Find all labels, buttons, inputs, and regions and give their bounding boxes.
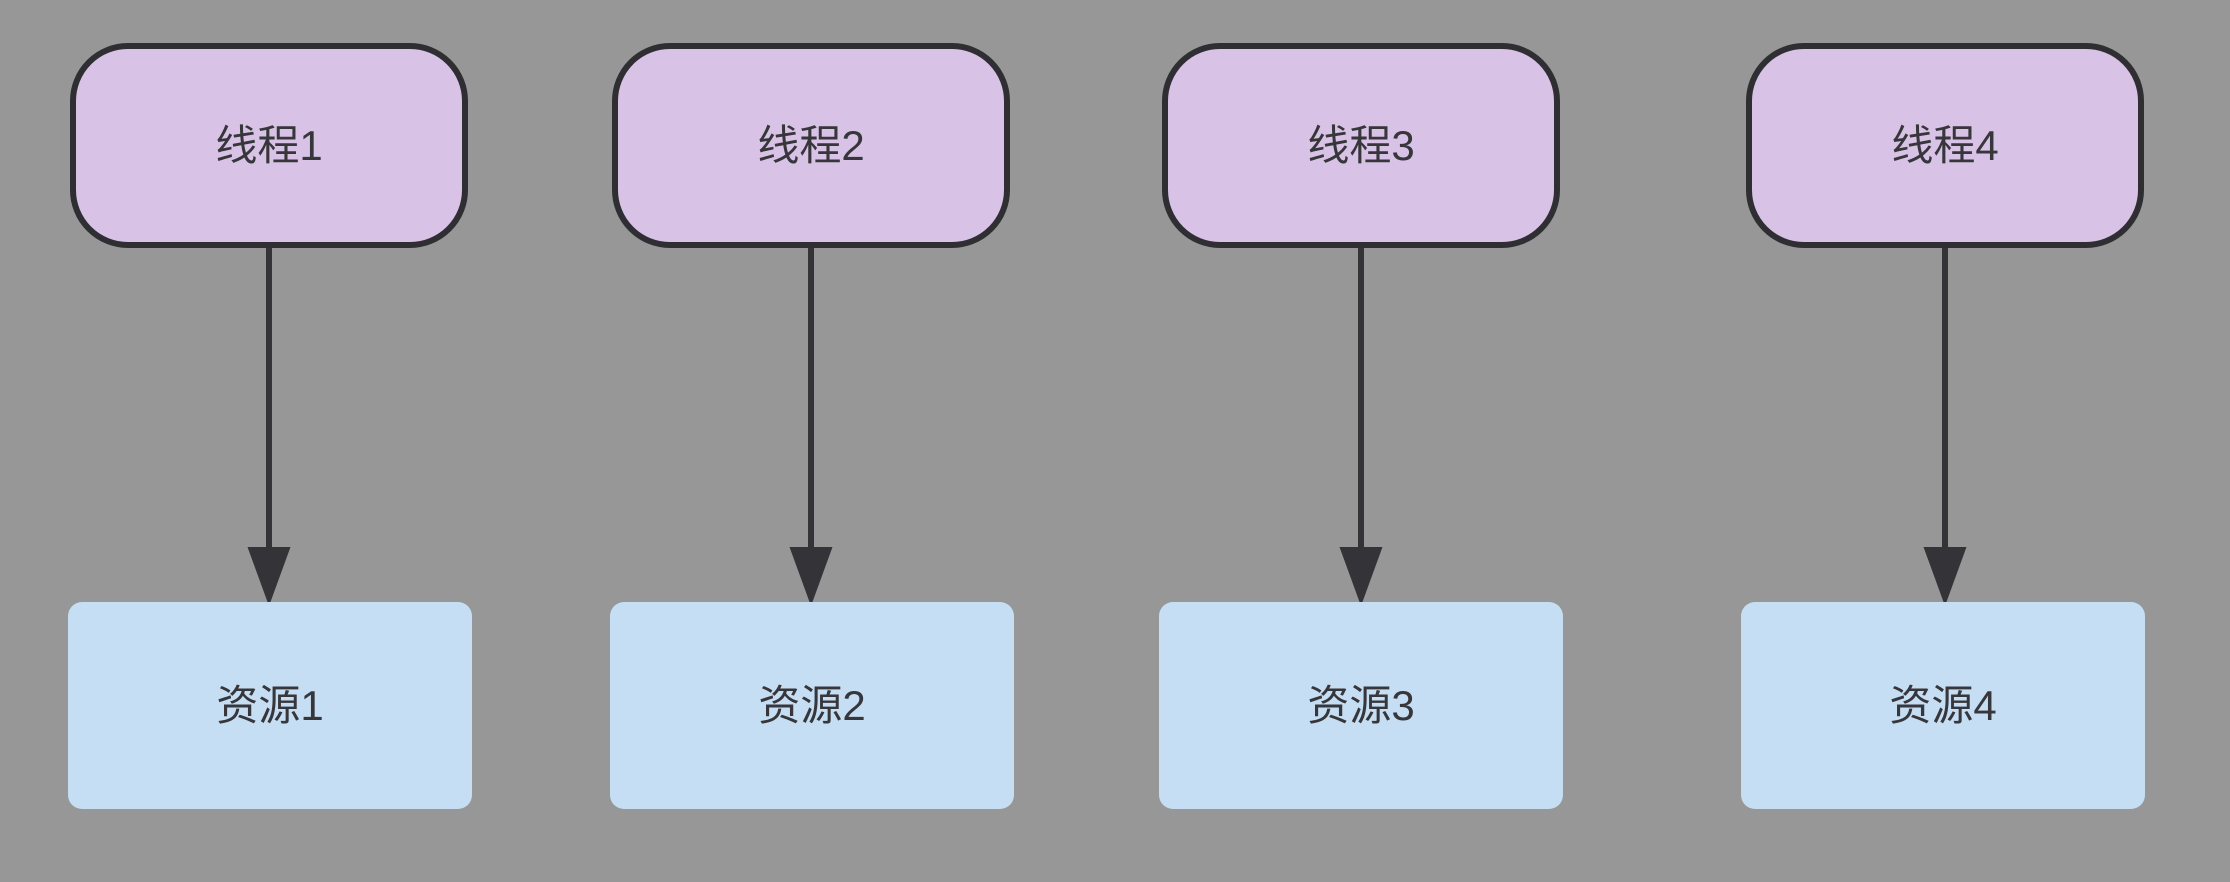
resource-node-3: 资源3 (1159, 602, 1563, 809)
resource-node-2-label: 资源2 (758, 681, 866, 729)
thread-node-3-label: 线程3 (1307, 121, 1415, 169)
thread-node-4-label: 线程4 (1891, 121, 1999, 169)
resource-node-1-label: 资源1 (216, 681, 324, 729)
arrow-thread4-to-resource4 (1923, 248, 1967, 606)
arrow-thread3-to-resource3 (1339, 248, 1383, 606)
resource-node-3-label: 资源3 (1307, 681, 1415, 729)
thread-node-1: 线程1 (70, 43, 468, 248)
thread-node-1-label: 线程1 (215, 121, 323, 169)
resource-node-2: 资源2 (610, 602, 1014, 809)
arrow-thread1-to-resource1 (247, 248, 291, 606)
resource-node-1: 资源1 (68, 602, 472, 809)
thread-node-2: 线程2 (612, 43, 1010, 248)
resource-node-4-label: 资源4 (1889, 681, 1997, 729)
thread-node-4: 线程4 (1746, 43, 2144, 248)
thread-node-2-label: 线程2 (757, 121, 865, 169)
thread-node-3: 线程3 (1162, 43, 1560, 248)
resource-node-4: 资源4 (1741, 602, 2145, 809)
arrow-thread2-to-resource2 (789, 248, 833, 606)
